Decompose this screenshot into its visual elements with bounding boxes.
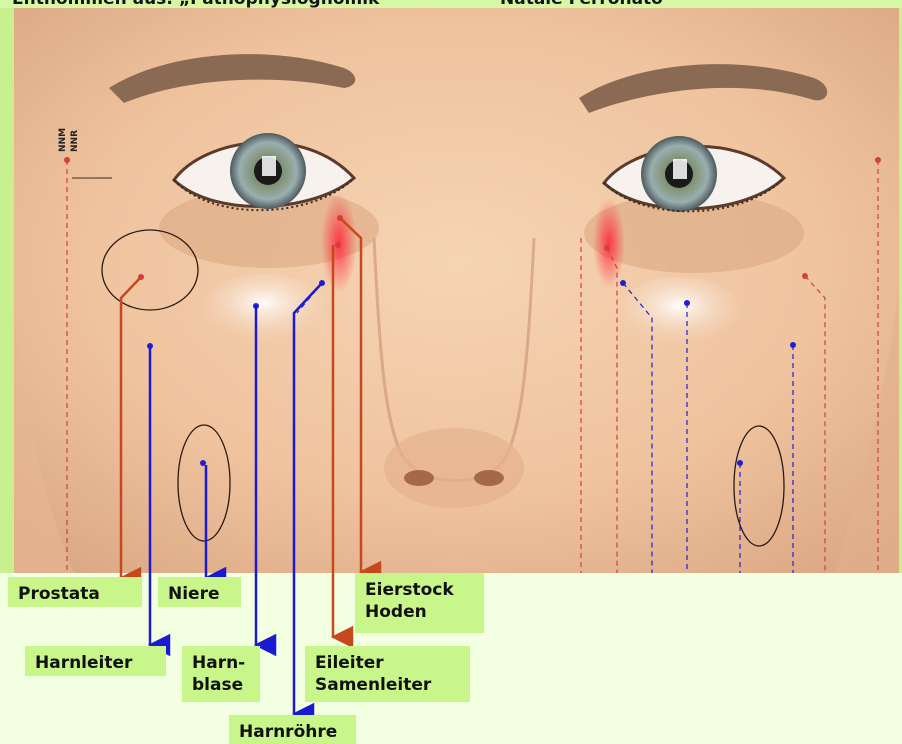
eileiter-point (335, 242, 341, 248)
left-eye-highlight (262, 156, 276, 176)
left-nostril (404, 470, 434, 486)
label-harnblase: Harn- blase (182, 646, 260, 702)
right-red-spot (593, 198, 625, 288)
right-eierstock-point (604, 245, 610, 251)
nnr-tag: NNR (70, 130, 80, 152)
face-illustration (14, 8, 899, 573)
right-harnblase-point (684, 300, 690, 306)
label-harnroehre: Harnröhre (229, 715, 356, 744)
right-harnroehre-point (620, 280, 626, 286)
eierstock-point (337, 215, 343, 221)
harnblase-point (253, 303, 259, 309)
prostata-point (138, 274, 144, 280)
harnleiter-point (147, 343, 153, 349)
right-eye-bag (617, 277, 741, 349)
author-text: Natale Ferronato (500, 0, 663, 8)
header-strip: Entnommen aus: „Pathophysiognomik“ Natal… (0, 0, 902, 8)
harnroehre-point (319, 280, 325, 286)
label-eileiter-samenleiter: Eileiter Samenleiter (305, 646, 470, 702)
nnm-tag: NNM (58, 128, 68, 152)
right-nnm-point (875, 157, 881, 163)
label-eierstock-hoden: Eierstock Hoden (355, 573, 484, 633)
right-nostril (474, 470, 504, 486)
nnm-point (64, 157, 70, 163)
source-text: Entnommen aus: „Pathophysiognomik“ (12, 0, 391, 8)
right-niere-point (737, 460, 743, 466)
label-prostata: Prostata (8, 577, 142, 607)
label-harnleiter: Harnleiter (25, 646, 166, 676)
niere-point (200, 460, 206, 466)
nose-tip (384, 428, 524, 508)
right-prostata-point (802, 273, 808, 279)
left-eye-bag (202, 274, 326, 346)
label-niere: Niere (158, 577, 241, 607)
right-harnleiter-point (790, 342, 796, 348)
right-eye-highlight (673, 159, 687, 179)
left-border (0, 8, 14, 573)
